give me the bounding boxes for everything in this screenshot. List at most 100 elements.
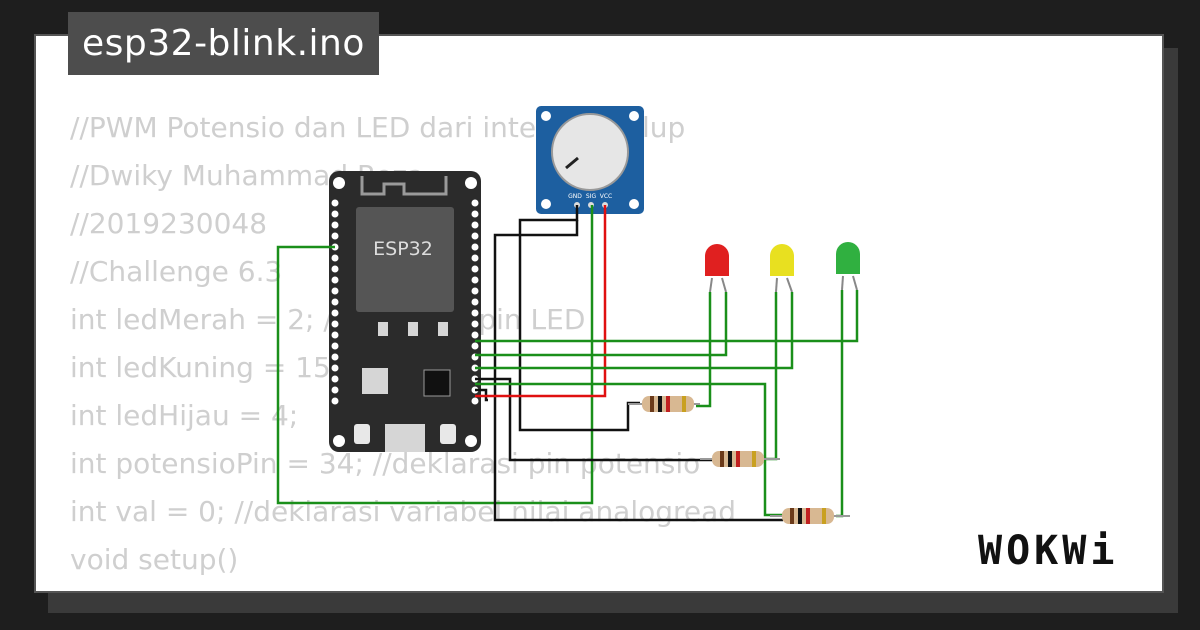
right-pin (471, 298, 479, 306)
resistor-band (806, 508, 810, 524)
right-pin (471, 397, 479, 405)
right-pin (471, 331, 479, 339)
right-pin (471, 243, 479, 251)
mount-hole-icon (541, 111, 551, 121)
resistor-band (666, 396, 670, 412)
code-editor: //PWM Potensio dan LED dari internal pul… (70, 104, 737, 591)
left-pin (331, 353, 339, 361)
led-leg (852, 275, 858, 291)
wire-pot-sig (276, 205, 594, 505)
led-leg (721, 277, 727, 293)
mount-hole-icon (333, 177, 345, 189)
right-pin (471, 254, 479, 262)
right-pin (471, 199, 479, 207)
left-pin (331, 331, 339, 339)
resistor-band (728, 451, 732, 467)
chip-label: ESP32 (373, 238, 433, 260)
wire-led-red-signal (475, 292, 728, 357)
mount-hole-icon (541, 199, 551, 209)
resistor-band (650, 396, 654, 412)
wire-led-yellow-signal (475, 292, 794, 370)
pin-label: VCC (600, 193, 612, 200)
mount-hole-icon (333, 435, 345, 447)
right-pin (471, 210, 479, 218)
led-yellow[interactable] (770, 244, 794, 293)
resistor-band (822, 508, 826, 524)
smd-part (408, 322, 418, 336)
wokwi-logo: WOKWi (978, 528, 1119, 574)
resistor-band (798, 508, 802, 524)
wire-gnd-2 (493, 220, 783, 522)
potentiometer-knob[interactable] (551, 113, 629, 191)
left-pin (331, 364, 339, 372)
wire-led-red-resistor (696, 292, 712, 408)
left-pin (331, 221, 339, 229)
code-line: int ledKuning = 15; (70, 351, 341, 384)
reset-button[interactable] (440, 424, 456, 444)
usb-port-icon (385, 424, 425, 452)
code-line: void setup() (70, 543, 239, 576)
led-yellow-icon (770, 244, 794, 276)
led-leg (709, 277, 713, 293)
esp32-module (356, 207, 454, 312)
smd-part (378, 322, 388, 336)
code-line: int ledHijau = 4; (70, 399, 299, 432)
mount-hole-icon (629, 111, 639, 121)
mount-hole-icon (465, 435, 477, 447)
left-pin (331, 265, 339, 273)
left-pin (331, 397, 339, 405)
led-red[interactable] (705, 244, 729, 293)
mount-hole-icon (629, 199, 639, 209)
right-pin (471, 276, 479, 284)
code-line: //Dwiky Muhammad Reza (70, 159, 425, 192)
right-pin (471, 265, 479, 273)
left-pin (331, 199, 339, 207)
resistor-band (790, 508, 794, 524)
esp32-board[interactable]: ESP32 (329, 171, 481, 452)
led-red-icon (705, 244, 729, 276)
code-line: //2019230048 (70, 207, 268, 240)
right-pin (471, 221, 479, 229)
pin-label: GND (568, 193, 582, 200)
smd-part (438, 322, 448, 336)
wire-led-yellow-resistor (766, 292, 778, 461)
right-pin (471, 309, 479, 317)
resistor-2[interactable] (700, 451, 780, 467)
knob-indicator-icon (565, 156, 579, 170)
left-pin (331, 254, 339, 262)
potentiometer[interactable]: GND SIG VCC (536, 106, 644, 214)
file-name-badge: esp32-blink.ino (68, 12, 379, 75)
resistor-band (736, 451, 740, 467)
resistor-3[interactable] (770, 508, 850, 524)
led-leg (775, 277, 778, 293)
led-green[interactable] (836, 242, 860, 291)
left-pin (331, 276, 339, 284)
right-pin (471, 320, 479, 328)
antenna-icon (360, 176, 448, 196)
left-pin (331, 298, 339, 306)
boot-button[interactable] (354, 424, 370, 444)
left-pin (331, 210, 339, 218)
left-pin (331, 287, 339, 295)
left-pin (331, 342, 339, 350)
left-pin (331, 386, 339, 394)
usb-chip-icon (423, 369, 451, 397)
wire-led-green-signal (475, 290, 859, 343)
led-green-icon (836, 242, 860, 274)
left-pin (331, 309, 339, 317)
left-pin (331, 232, 339, 240)
resistor-band (682, 396, 686, 412)
right-pin (471, 232, 479, 240)
wire-led-green-resistor (836, 290, 844, 518)
wire-vcc (475, 205, 607, 398)
regulator-icon (362, 368, 388, 394)
right-pin (471, 287, 479, 295)
code-line: int val = 0; //deklarasi variabel nilai … (70, 495, 737, 528)
led-leg (841, 275, 844, 291)
resistor-band (752, 451, 756, 467)
led-leg (786, 277, 793, 293)
pin-label: SIG (586, 193, 597, 200)
resistor-1[interactable] (628, 396, 700, 412)
right-pin (471, 342, 479, 350)
